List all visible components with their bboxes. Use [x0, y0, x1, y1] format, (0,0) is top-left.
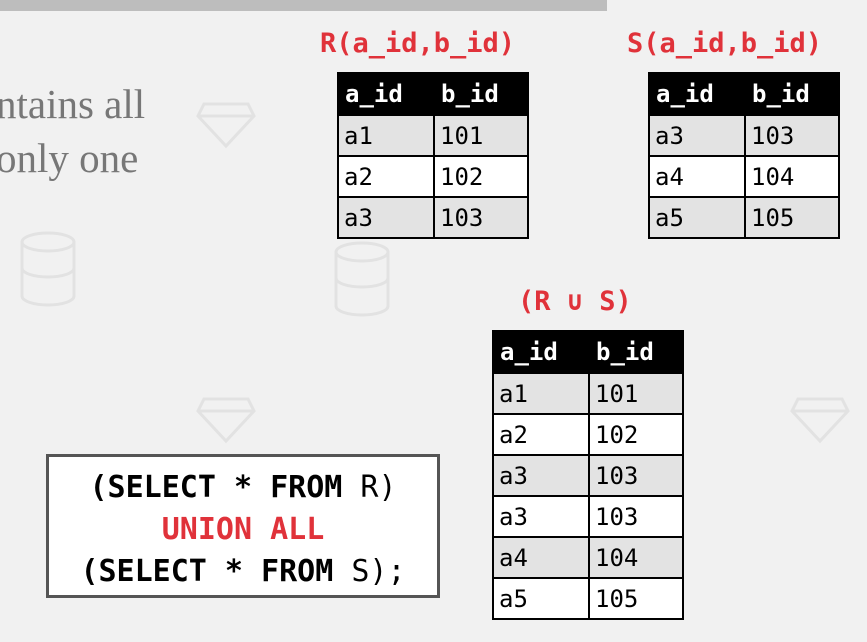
column-header-b-id: b_id — [433, 72, 529, 116]
cell-b-id: 103 — [433, 196, 529, 239]
sql-line-1: (SELECT * FROM R) — [49, 467, 437, 509]
relation-union-title: (R ∪ S) — [518, 286, 632, 317]
cell-a-id: a1 — [492, 372, 590, 415]
database-icon — [334, 241, 390, 317]
table-row: a3 103 — [492, 454, 684, 497]
column-header-a-id: a_id — [337, 72, 435, 116]
cell-a-id: a3 — [492, 495, 590, 538]
sql-query-box: (SELECT * FROM R) UNION ALL (SELECT * FR… — [46, 454, 440, 598]
table-row: a3 103 — [337, 196, 529, 239]
body-text-line-2: only one — [0, 135, 139, 181]
relation-s-table: a_id b_id a3 103 a4 104 a5 105 — [648, 72, 840, 239]
cell-b-id: 105 — [744, 196, 840, 239]
cell-a-id: a5 — [492, 577, 590, 620]
cell-b-id: 102 — [433, 155, 529, 198]
sql-relation-name: S); — [333, 554, 406, 589]
cell-a-id: a2 — [337, 155, 435, 198]
column-header-b-id: b_id — [744, 72, 840, 116]
cell-a-id: a3 — [648, 114, 746, 157]
table-header-row: a_id b_id — [492, 330, 684, 374]
cell-b-id: 103 — [744, 114, 840, 157]
column-header-a-id: a_id — [492, 330, 590, 374]
table-row: a1 101 — [337, 114, 529, 157]
table-row: a3 103 — [648, 114, 840, 157]
relation-r-table: a_id b_id a1 101 a2 102 a3 103 — [337, 72, 529, 239]
cell-b-id: 103 — [588, 495, 684, 538]
table-row: a1 101 — [492, 372, 684, 415]
cell-b-id: 101 — [433, 114, 529, 157]
sql-relation-name: R) — [342, 470, 397, 505]
gem-icon — [790, 397, 850, 444]
relation-s-title: S(a_id,b_id) — [627, 28, 823, 59]
cell-b-id: 101 — [588, 372, 684, 415]
gem-icon — [196, 102, 256, 149]
table-header-row: a_id b_id — [337, 72, 529, 116]
cell-a-id: a4 — [648, 155, 746, 198]
gem-icon — [196, 397, 256, 444]
cell-a-id: a3 — [337, 196, 435, 239]
column-header-b-id: b_id — [588, 330, 684, 374]
table-row: a4 104 — [648, 155, 840, 198]
cell-a-id: a2 — [492, 413, 590, 456]
relation-union-table: a_id b_id a1 101 a2 102 a3 103 a3 103 a4… — [492, 330, 684, 620]
relation-r-title: R(a_id,b_id) — [320, 28, 516, 59]
table-row: a2 102 — [337, 155, 529, 198]
cell-b-id: 104 — [744, 155, 840, 198]
cell-b-id: 102 — [588, 413, 684, 456]
table-row: a5 105 — [648, 196, 840, 239]
table-row: a4 104 — [492, 536, 684, 579]
table-header-row: a_id b_id — [648, 72, 840, 116]
cell-a-id: a1 — [337, 114, 435, 157]
cell-b-id: 105 — [588, 577, 684, 620]
sql-select-clause: (SELECT * FROM — [80, 554, 334, 589]
cell-b-id: 104 — [588, 536, 684, 579]
cell-a-id: a5 — [648, 196, 746, 239]
table-row: a3 103 — [492, 495, 684, 538]
sql-select-clause: (SELECT * FROM — [89, 470, 343, 505]
table-row: a5 105 — [492, 577, 684, 620]
top-rule — [0, 0, 607, 11]
database-icon — [20, 231, 76, 307]
sql-line-3: (SELECT * FROM S); — [49, 551, 437, 593]
column-header-a-id: a_id — [648, 72, 746, 116]
body-text-line-1: ntains all — [0, 81, 146, 127]
cell-a-id: a3 — [492, 454, 590, 497]
cell-b-id: 103 — [588, 454, 684, 497]
table-row: a2 102 — [492, 413, 684, 456]
sql-union-all-keyword: UNION ALL — [161, 512, 325, 547]
cell-a-id: a4 — [492, 536, 590, 579]
